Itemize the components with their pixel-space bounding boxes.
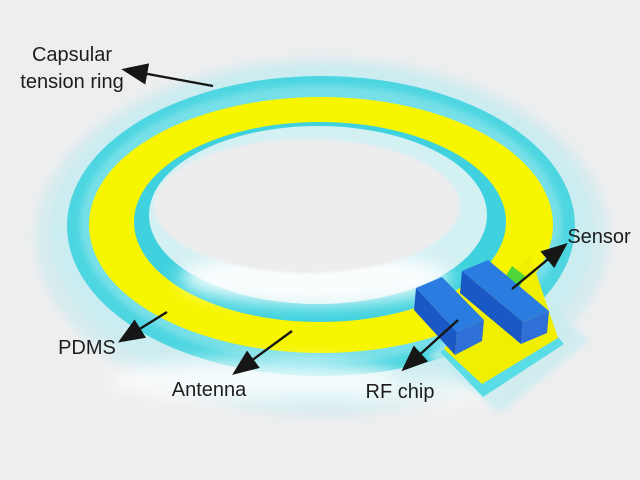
label-capsular-tension-ring: Capsular tension ring [4, 42, 140, 96]
sensor-block-front-face [460, 271, 523, 344]
rf-chip-top-face [416, 277, 484, 332]
bottom-specular-glow-right [335, 377, 505, 405]
ring-center-hole [154, 139, 460, 273]
pdms-arrow [117, 310, 168, 343]
sensor-block [460, 260, 549, 344]
rf-chip-end-face [455, 320, 484, 355]
label-pdms: PDMS [58, 337, 116, 359]
sensor-block-top-face [462, 260, 549, 322]
label-antenna: Antenna [171, 379, 247, 401]
sensor-arrow [511, 242, 568, 290]
label-rf-chip: RF chip [365, 381, 435, 403]
label-capsular-line1: Capsular [31, 44, 113, 66]
rf-chip-front-face [414, 288, 457, 355]
sensor-block-end-face [521, 311, 549, 344]
rf-chip-arrow [401, 319, 459, 372]
label-sensor: Sensor [567, 226, 631, 248]
antenna-arrow [232, 330, 293, 375]
capsular-ring-arrow [121, 63, 214, 88]
bottom-specular-glow [110, 360, 400, 400]
label-capsular-line2: tension ring [20, 71, 124, 93]
rf-chip-block [414, 277, 484, 355]
